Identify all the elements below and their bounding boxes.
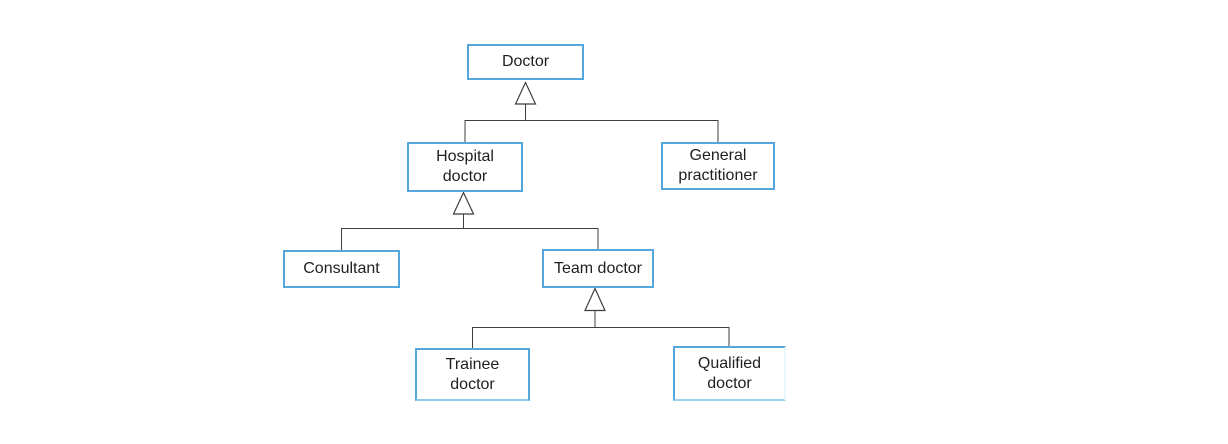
node-qualified-doctor: Qualified doctor	[673, 346, 786, 401]
node-general-practitioner-label: General practitioner	[678, 147, 758, 184]
node-doctor-label: Doctor	[501, 53, 550, 70]
hollow-triangle-icon	[514, 81, 537, 105]
branch-line	[464, 120, 719, 142]
node-hospital-doctor-label: Hospital doctor	[436, 148, 494, 185]
node-doctor: Doctor	[467, 44, 584, 80]
generalization-from-hospital-doctor	[341, 191, 599, 250]
branch-line	[341, 228, 599, 250]
hollow-triangle-icon	[584, 287, 606, 312]
node-hospital-doctor: Hospital doctor	[407, 142, 523, 192]
generalization-from-team-doctor	[472, 287, 730, 348]
node-qualified-doctor-label: Qualified doctor	[697, 354, 762, 392]
node-team-doctor: Team doctor	[542, 249, 654, 288]
hollow-triangle-icon	[452, 191, 475, 215]
node-consultant: Consultant	[283, 250, 400, 288]
node-team-doctor-label: Team doctor	[553, 259, 643, 277]
node-general-practitioner: General practitioner	[661, 142, 775, 190]
node-consultant-label: Consultant	[303, 260, 380, 277]
node-trainee-doctor: Trainee doctor	[415, 348, 530, 401]
generalization-from-doctor	[464, 81, 719, 142]
node-trainee-doctor-label: Trainee doctor	[445, 355, 500, 393]
branch-line	[472, 327, 730, 348]
